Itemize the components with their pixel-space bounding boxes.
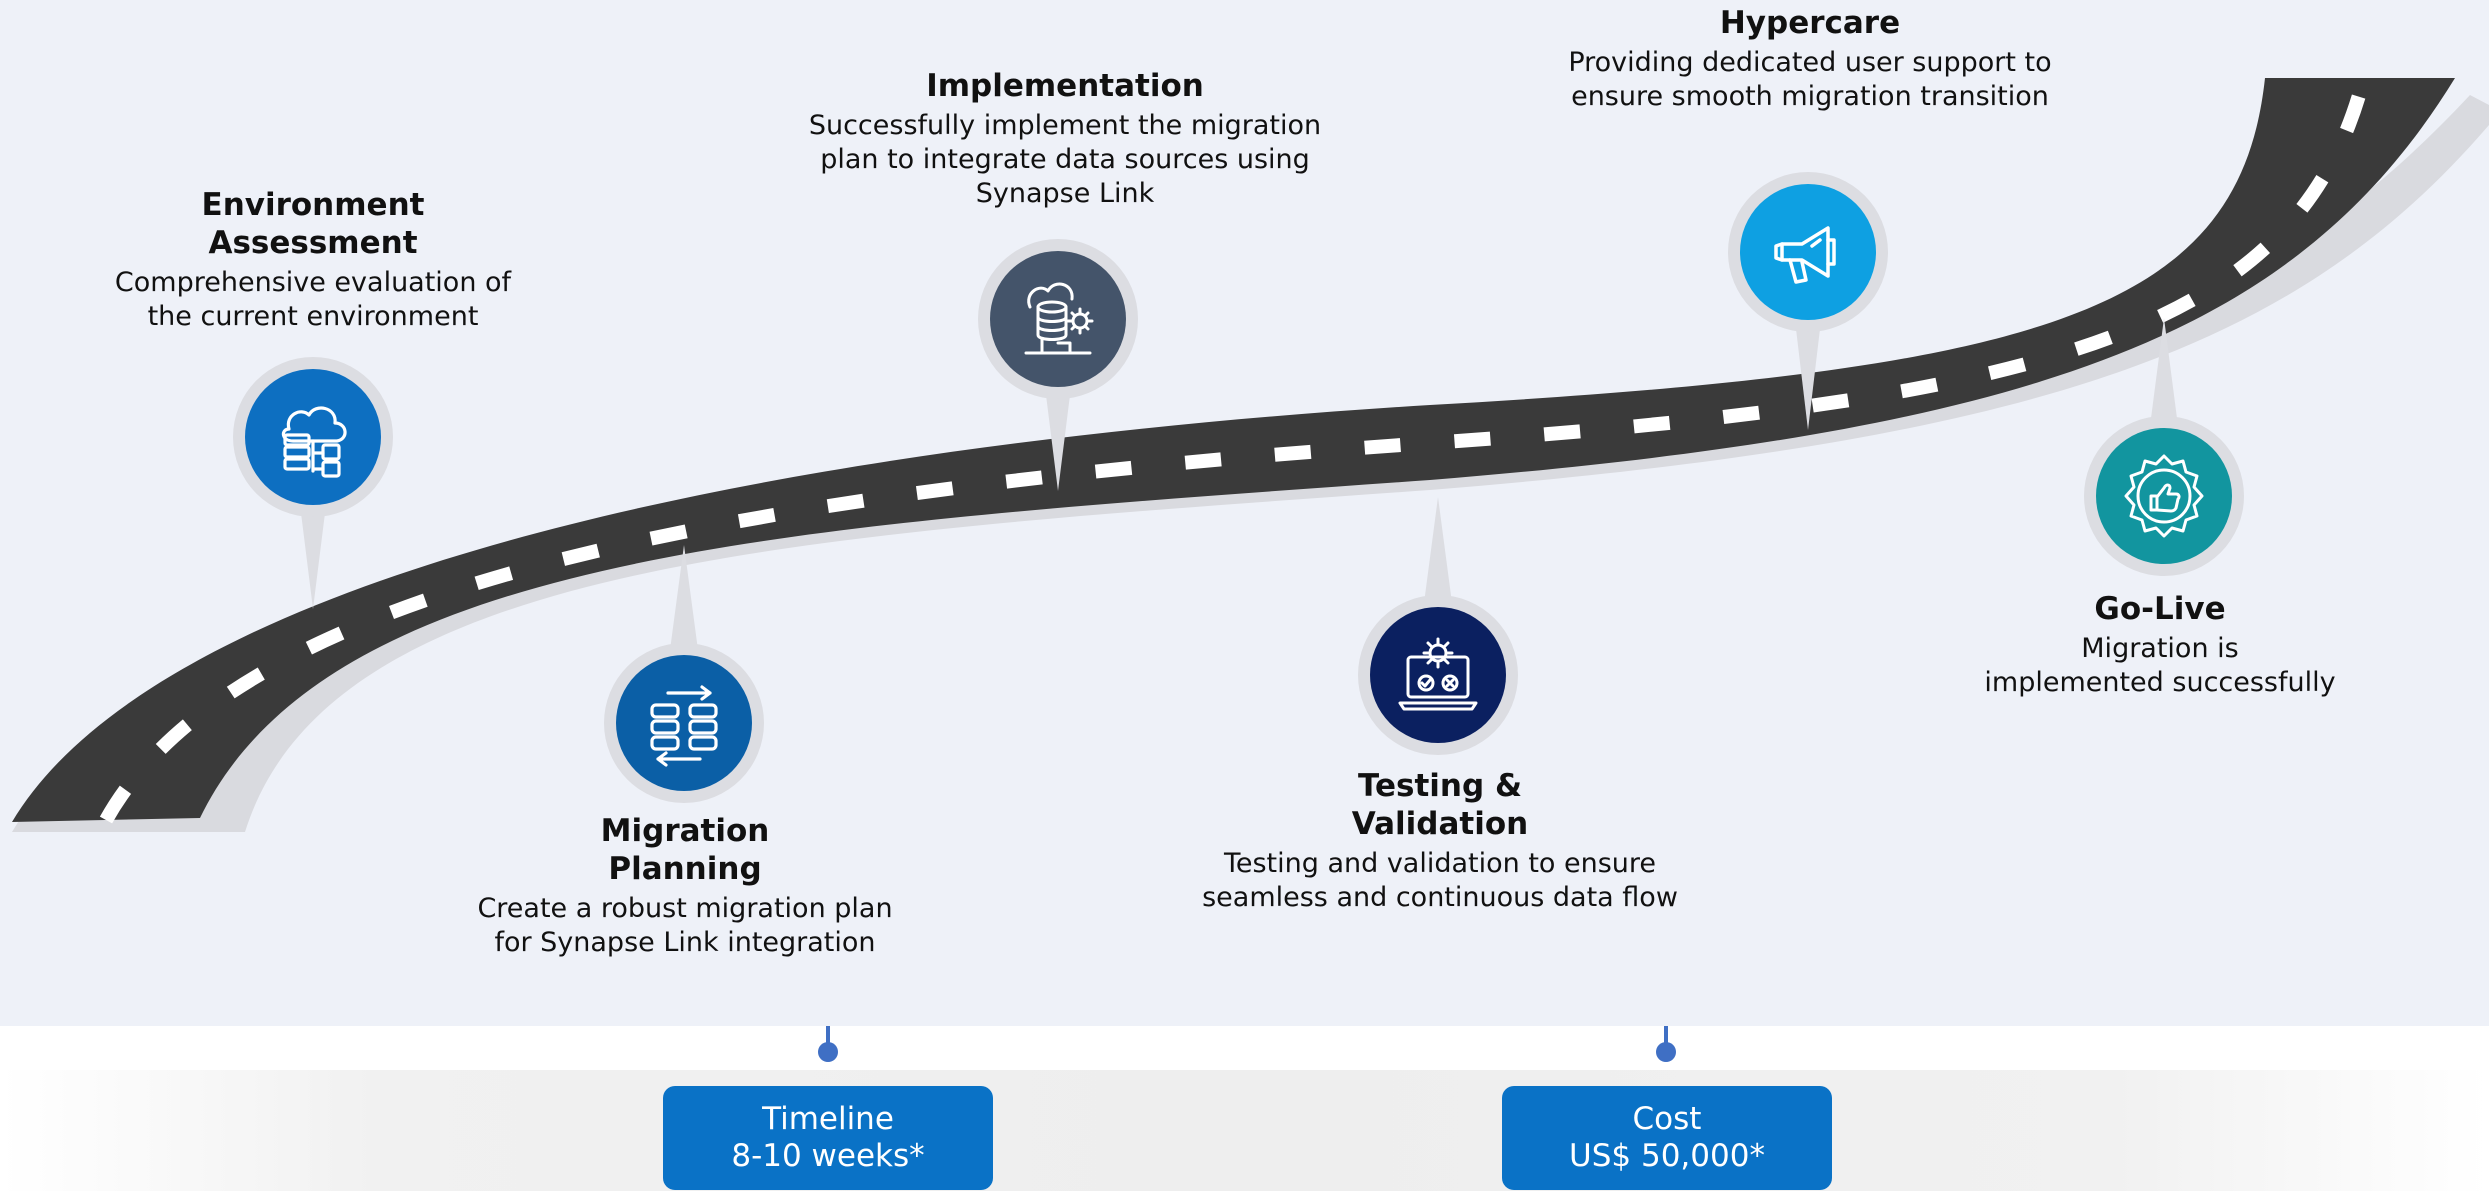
pin-ring — [1728, 172, 1888, 332]
pin-ring — [978, 239, 1138, 399]
data-transfer-icon — [616, 655, 752, 791]
milestone-title: Go-Live — [2094, 591, 2226, 627]
label-migration-planning: Migration Planning Create a robust migra… — [435, 812, 935, 960]
cost-connector — [1664, 1026, 1668, 1054]
database-gear-icon — [990, 251, 1126, 387]
pin-ring — [2084, 416, 2244, 576]
cloud-server-icon — [245, 369, 381, 505]
pin-stem — [2150, 318, 2178, 426]
pin-stem — [299, 497, 327, 609]
cost-box: Cost US$ 50,000* — [1502, 1086, 1832, 1190]
pin-ring — [604, 643, 764, 803]
milestone-description: Successfully implement the migration pla… — [808, 110, 1322, 209]
timeline-label: Timeline — [762, 1101, 894, 1137]
cost-connector-dot — [1656, 1042, 1676, 1062]
timeline-box: Timeline 8-10 weeks* — [663, 1086, 993, 1190]
milestone-description: Providing dedicated user support to ensu… — [1568, 47, 2052, 112]
pin-stem — [1794, 312, 1822, 430]
pin-stem — [1044, 379, 1072, 491]
milestone-environment-assessment — [233, 357, 393, 617]
lane-markings — [99, 90, 2367, 824]
thumbs-up-badge-icon — [2096, 428, 2232, 564]
milestone-title: Implementation — [926, 68, 1204, 104]
cost-label: Cost — [1632, 1101, 1702, 1137]
label-implementation: Implementation Successfully implement th… — [770, 67, 1360, 211]
timeline-value: 8-10 weeks* — [731, 1138, 925, 1174]
megaphone-icon — [1740, 184, 1876, 320]
label-hypercare: Hypercare Providing dedicated user suppo… — [1520, 4, 2100, 114]
timeline-connector — [826, 1026, 830, 1054]
milestone-title: Migration Planning — [600, 813, 770, 887]
milestone-implementation — [978, 239, 1138, 499]
summary-divider — [0, 1026, 2489, 1070]
milestone-title: Environment Assessment — [201, 187, 425, 261]
milestone-description: Testing and validation to ensure seamles… — [1202, 848, 1678, 913]
milestone-title: Hypercare — [1719, 5, 1901, 41]
pin-stem — [670, 545, 698, 650]
road — [12, 78, 2489, 832]
milestone-description: Comprehensive evaluation of the current … — [114, 267, 512, 332]
pin-ring — [233, 357, 393, 517]
label-testing-validation: Testing & Validation Testing and validat… — [1160, 767, 1720, 915]
label-environment-assessment: Environment Assessment Comprehensive eva… — [63, 186, 563, 334]
milestone-migration-planning — [604, 545, 764, 805]
milestone-go-live — [2084, 318, 2244, 578]
label-go-live: Go-Live Migration is implemented success… — [1900, 590, 2420, 700]
milestone-description: Create a robust migration plan for Synap… — [477, 893, 893, 958]
timeline-connector-dot — [818, 1042, 838, 1062]
pin-ring — [1358, 595, 1518, 755]
milestone-testing-validation — [1358, 497, 1518, 757]
milestone-hypercare — [1728, 172, 1888, 432]
roadmap-background — [0, 0, 2489, 1026]
cost-value: US$ 50,000* — [1569, 1138, 1765, 1174]
road-surface — [12, 78, 2455, 822]
milestone-description: Migration is implemented successfully — [1984, 633, 2336, 698]
laptop-gear-icon — [1370, 607, 1506, 743]
milestone-title: Testing & Validation — [1351, 768, 1529, 842]
pin-stem — [1424, 497, 1452, 603]
